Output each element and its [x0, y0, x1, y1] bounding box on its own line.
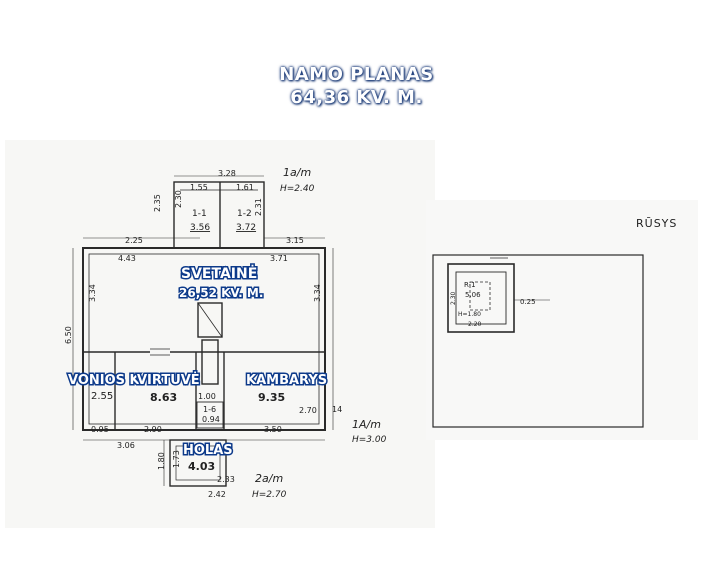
basement-room-outer — [447, 263, 515, 333]
basement-area: 5.06 — [465, 291, 481, 299]
dim-1-80: 1.80 — [157, 452, 166, 470]
room-value-vonios: 2.55 — [91, 391, 113, 402]
dim-2-33: 2.33 — [217, 475, 235, 484]
basement-room-inner — [455, 271, 507, 325]
room-label-kambarys: KAMBARYS — [246, 373, 327, 388]
dim-3-06: 3.06 — [117, 441, 135, 450]
dim-2-30: 2.30 — [174, 190, 183, 208]
note-annex1: 1a/m — [283, 166, 311, 179]
dim-1-00: 1.00 — [198, 392, 216, 401]
room-area-svetaine: 26,52 KV. M. — [179, 286, 263, 300]
room-label-holas: HOLAS — [183, 443, 233, 458]
room-1-6-area: 0.94 — [202, 415, 220, 424]
dim-2-25: 2.25 — [125, 236, 143, 245]
plan-title: NAMO PLANAS 64,36 KV. M. — [0, 64, 713, 108]
note-annex2: 2a/m — [255, 472, 283, 485]
note-annex2-height: H=2.70 — [252, 490, 287, 500]
room-value-holas: 4.03 — [188, 460, 215, 473]
plan-title-main: NAMO PLANAS — [279, 64, 434, 85]
basement-dim-w: 2.20 — [468, 321, 482, 328]
dim-2-42: 2.42 — [208, 490, 226, 499]
room-1-2-label: 1-2 — [237, 209, 252, 219]
dim-1-73: 1.73 — [172, 450, 181, 468]
room-1-6-label: 1-6 — [203, 405, 216, 414]
dim-14: 14 — [332, 405, 342, 414]
note-main-floor: 1A/m — [352, 418, 381, 431]
basement-hatch — [469, 281, 491, 311]
room-1-1-area: 3.56 — [190, 223, 210, 233]
room-value-kambarys: 9.35 — [258, 391, 285, 404]
room-label-svetaine: SVETAINĖ — [181, 265, 257, 282]
room-label-vonios: VONIOS K. — [68, 373, 145, 388]
note-annex1-height: H=2.40 — [280, 184, 315, 194]
stove — [197, 302, 223, 338]
room-label-virtuve: VIRTUVĖ — [137, 372, 200, 388]
dim-6-50: 6.50 — [64, 326, 73, 344]
dim-3-71: 3.71 — [270, 254, 288, 263]
dim-0-95: 0.95 — [91, 425, 109, 434]
dim-2-70-b: 2.70 — [299, 406, 317, 415]
room-1-2-area: 3.72 — [236, 223, 256, 233]
dim-3-34-right: 3.34 — [313, 284, 322, 302]
basement-outline — [432, 254, 644, 428]
dim-2-35: 2.35 — [153, 194, 162, 212]
plan-total-area: 64,36 KV. M. — [290, 87, 423, 108]
main-outer-wall — [82, 247, 326, 431]
basement-dim-h: 2.30 — [450, 291, 457, 305]
room-1-1-label: 1-1 — [192, 209, 207, 219]
dim-3-34-left: 3.34 — [88, 284, 97, 302]
dim-3-50: 3.50 — [264, 425, 282, 434]
dim-2-90: 2.90 — [144, 425, 162, 434]
dim-3-28: 3.28 — [218, 169, 236, 178]
dim-4-43: 4.43 — [118, 254, 136, 263]
main-inner-wall — [88, 253, 320, 425]
dim-3-15: 3.15 — [286, 236, 304, 245]
basement-height: H=1.80 — [458, 311, 481, 318]
dim-1-55: 1.55 — [190, 183, 208, 192]
basement-title: RŪSYS — [636, 217, 677, 230]
basement-sheet — [426, 200, 698, 440]
note-main-height: H=3.00 — [352, 435, 387, 445]
basement-room: R-1 — [464, 281, 476, 289]
room-1-6 — [196, 401, 224, 429]
chimney — [201, 339, 219, 385]
basement-dim-side: 0.25 — [520, 298, 536, 306]
dim-2-31: 2.31 — [254, 198, 263, 216]
dim-1-61: 1.61 — [236, 183, 254, 192]
room-value-virtuve: 8.63 — [150, 391, 177, 404]
